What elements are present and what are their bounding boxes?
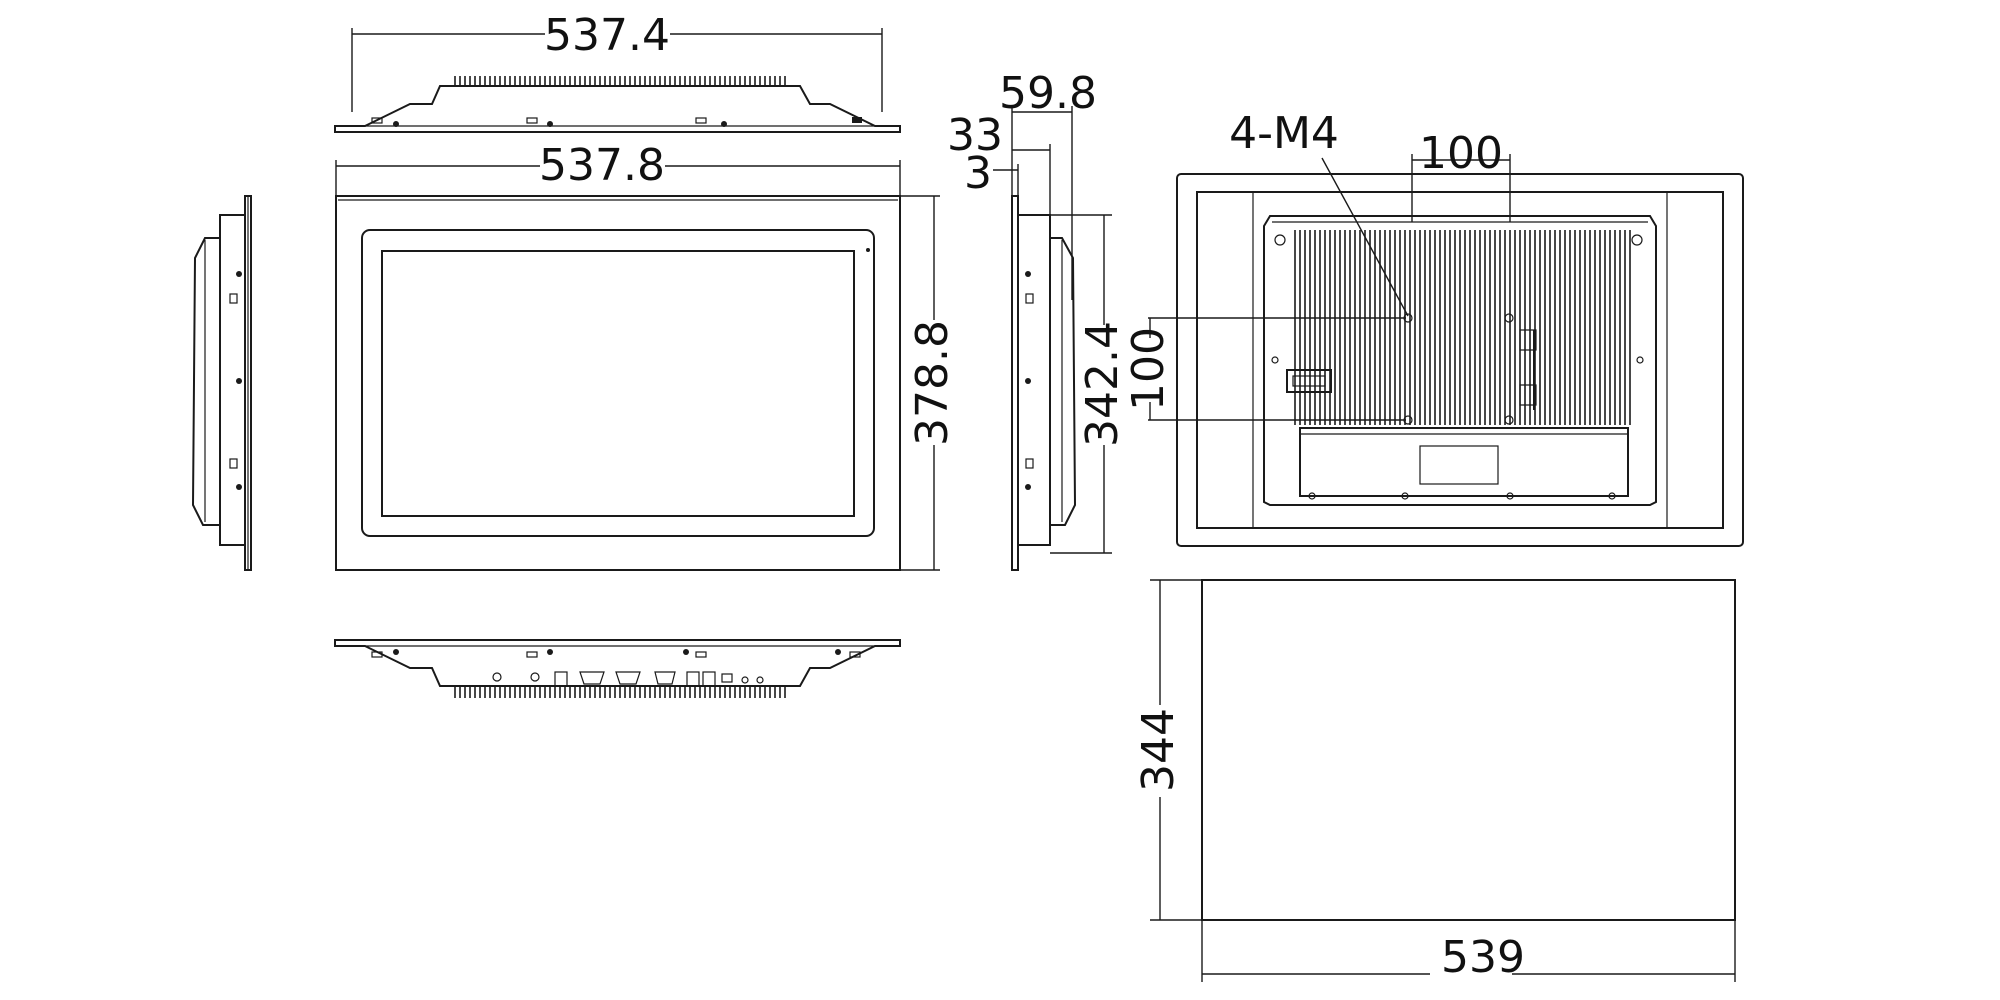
dim-vesa-horizontal: 100 bbox=[1419, 128, 1503, 179]
dim-cutout-height: 344 bbox=[1133, 708, 1184, 792]
left-side-view bbox=[191, 195, 252, 571]
top-heatsink-fins bbox=[454, 76, 786, 86]
front-view: 537.8 378.8 bbox=[335, 140, 958, 571]
dim-front-width: 537.8 bbox=[539, 140, 665, 191]
rear-view: 100 4-M4 100 bbox=[1123, 108, 1744, 547]
dim-vesa-vertical: 100 bbox=[1123, 327, 1174, 411]
bottom-heatsink-fins bbox=[454, 686, 786, 698]
io-ports bbox=[492, 671, 764, 687]
dim-front-height: 378.8 bbox=[907, 320, 958, 446]
dim-side-body: 33 bbox=[947, 110, 1003, 161]
label-4-m4: 4-M4 bbox=[1229, 108, 1339, 159]
panel-cutout: 344 539 bbox=[1133, 579, 1736, 983]
dc-connector bbox=[1286, 369, 1332, 393]
dim-side-height: 342.4 bbox=[1077, 321, 1128, 447]
top-view: 537.4 bbox=[334, 10, 901, 133]
dim-side-bezel: 3 bbox=[964, 148, 992, 199]
dim-side-depth: 59.8 bbox=[999, 68, 1097, 119]
right-side-view: 59.8 33 3 342.4 bbox=[947, 68, 1128, 571]
bottom-view bbox=[334, 639, 901, 698]
dim-top-width: 537.4 bbox=[544, 10, 670, 61]
dim-cutout-width: 539 bbox=[1441, 932, 1525, 983]
rear-heatsink-fins bbox=[1294, 230, 1631, 425]
